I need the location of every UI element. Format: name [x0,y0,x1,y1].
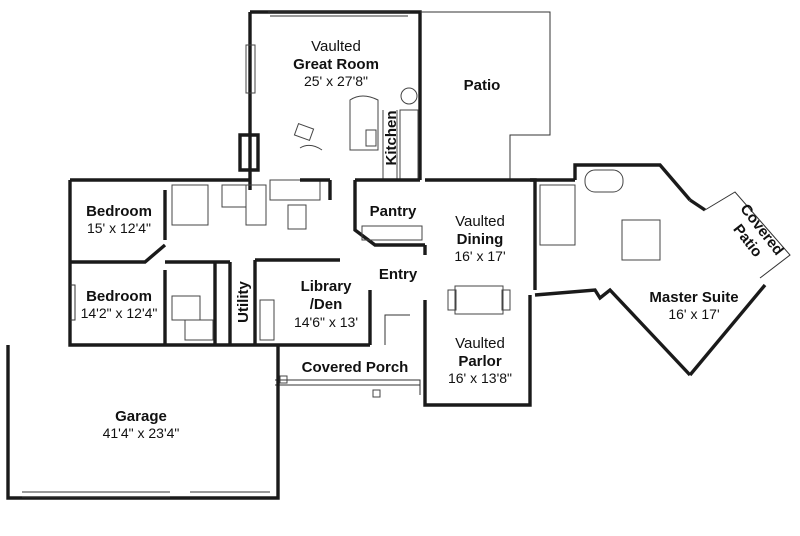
tub [184,319,214,341]
master-suite-name: Master Suite [649,289,738,306]
great-room-dims: 25' x 27'8" [304,73,368,89]
patio-outline [420,11,551,180]
center-walls [228,178,372,347]
library-name-line2: /Den [310,296,343,313]
soaking-tub [584,169,624,193]
covered-patio-label: Covered Patio [730,201,787,261]
parlor-qualifier: Vaulted [455,335,505,352]
toilet [287,204,307,230]
pantry-counter [361,225,423,241]
bedroom-1-name: Bedroom [86,203,152,220]
great-room-qualifier: Vaulted [311,38,361,55]
washer-dryer [259,299,275,341]
utility-name: Utility [235,281,252,323]
parlor-name: Parlor [458,353,502,370]
bath-sink [221,184,247,208]
dining-name: Dining [457,231,504,248]
bedroom-wing-walls [68,178,321,347]
kitchen-fixtures [293,87,419,181]
parlor-dims: 16' x 13'8" [448,370,512,386]
great-room-name: Great Room [293,56,379,73]
kitchen-name: Kitchen [383,110,400,165]
patio-name: Patio [464,77,501,94]
closet [171,184,209,226]
pantry-name: Pantry [370,203,417,220]
entry-name: Entry [379,266,418,283]
library-name-line1: Library [301,278,353,295]
great-room-window [245,44,256,94]
bedroom-2-name: Bedroom [86,288,152,305]
shower [245,184,267,226]
garage-dims: 41'4" x 23'4" [103,425,180,441]
master-suite-walls [530,163,791,377]
dining-dims: 16' x 17' [454,248,505,264]
bedroom-2-dims: 14'2" x 12'4" [81,305,158,321]
garage-name: Garage [115,408,167,425]
dining-table [454,285,504,315]
dining-qualifier: Vaulted [455,213,505,230]
bath-fixture [171,295,201,321]
master-suite-dims: 16' x 17' [668,306,719,322]
porch-garage [6,345,421,500]
covered-porch-name: Covered Porch [302,359,409,376]
bedroom-1-dims: 15' x 12'4" [87,220,151,236]
library-dims: 14'6" x 13' [294,314,358,330]
